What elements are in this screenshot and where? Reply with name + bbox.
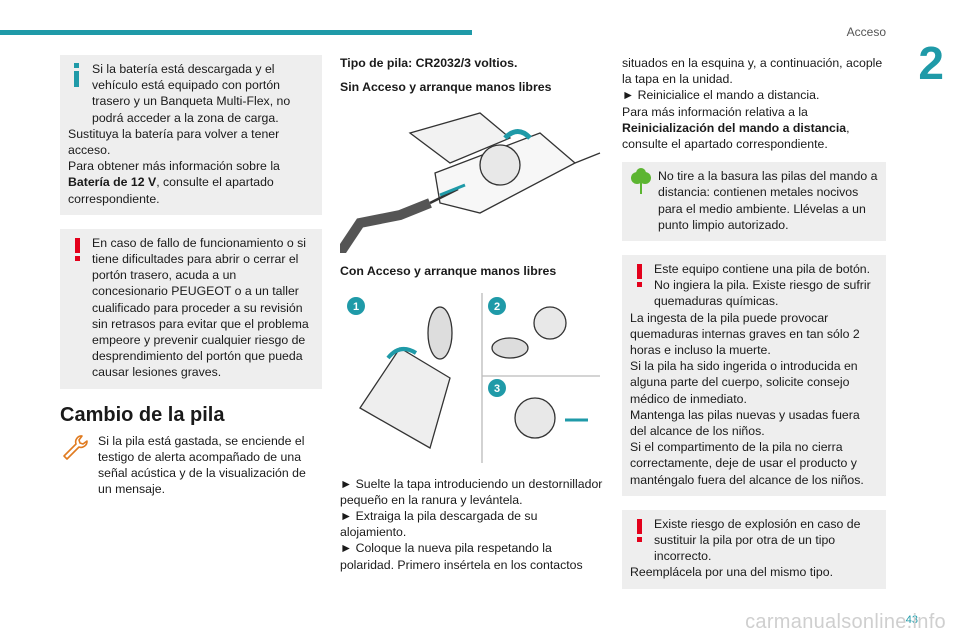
step-badge-3 xyxy=(488,378,506,397)
warning-icon xyxy=(630,516,648,544)
step-3-continued: situados en la esquina y, a continuación… xyxy=(622,56,883,87)
danger-text-3: Si la pila ha sido ingerida o introducid… xyxy=(630,359,858,406)
danger-text-5: Si el compartimento de la pila no cierra… xyxy=(630,440,864,487)
section-heading: Cambio de la pila xyxy=(60,403,225,426)
key-battery-illustration-1 xyxy=(335,103,602,257)
eco-leaf-icon xyxy=(630,168,652,196)
step-badge-1 xyxy=(347,296,365,315)
danger-text-2: La ingesta de la pila puede provocar que… xyxy=(630,310,860,358)
watermark-url: carmanualsonline.info xyxy=(745,611,946,633)
info-icon xyxy=(68,61,86,89)
subheading-without-keyless: Sin Acceso y arranque manos libres xyxy=(340,80,552,95)
warning-icon xyxy=(630,261,648,289)
danger-box: Este equipo contiene una pila de botón. … xyxy=(622,255,886,496)
step-2: ► Extraiga la pila descargada de su aloj… xyxy=(340,509,538,540)
column-2: Tipo de pila: CR2032/3 voltios. Sin Acce… xyxy=(335,55,604,573)
explosion-text-1: Existe riesgo de explosión en caso de su… xyxy=(654,516,861,564)
warning-box: En caso de fallo de funcionamiento o si … xyxy=(60,228,322,389)
info-text-3: Para obtener más información sobre la Ba… xyxy=(68,159,280,206)
page-number: 43 xyxy=(905,614,918,626)
info-box: Si la batería está descargada y el vehíc… xyxy=(60,55,322,215)
eco-text: No tire a la basura las pilas del mando … xyxy=(658,169,878,232)
subheading-with-keyless: Con Acceso y arranque manos libres xyxy=(340,264,557,279)
step-badge-3-label: 3 xyxy=(494,383,500,395)
step-badge-1-label: 1 xyxy=(353,301,359,313)
header-accent-bar xyxy=(0,30,472,35)
battery-type: Tipo de pila: CR2032/3 voltios. xyxy=(340,56,518,70)
column-1: Si la batería está descargada y el vehíc… xyxy=(60,55,322,497)
step-1: ► Suelte la tapa introduciendo un destor… xyxy=(340,476,603,507)
reference-text: Para más información relativa a la Reini… xyxy=(622,104,850,152)
warning-text: En caso de fallo de funcionamiento o si … xyxy=(92,235,309,380)
step-badge-2-label: 2 xyxy=(494,301,500,313)
explosion-text-2: Reemplácela por una del mismo tipo. xyxy=(630,565,834,580)
section-title: Acceso xyxy=(846,25,886,39)
info-text-1: Si la batería está descargada y el vehíc… xyxy=(92,62,291,125)
chapter-number: 2 xyxy=(918,37,944,89)
column-3: situados en la esquina y, a continuación… xyxy=(622,55,886,603)
key-battery-illustration-2: 1 2 3 xyxy=(340,288,602,468)
service-note: Si la pila está gastada, se enciende el … xyxy=(60,433,322,498)
info-text-2: Sustituya la batería para volver a tener… xyxy=(68,126,280,158)
step-4: ► Reinicialice el mando a distancia. xyxy=(622,88,820,103)
service-text: Si la pila está gastada, se enciende el … xyxy=(98,433,306,497)
danger-text-1: Este equipo contiene una pila de botón. … xyxy=(654,262,871,309)
eco-box: No tire a la basura las pilas del mando … xyxy=(622,162,886,242)
explosion-box: Existe riesgo de explosión en caso de su… xyxy=(622,509,886,589)
service-wrench-icon xyxy=(60,433,90,463)
step-3: ► Coloque la nueva pila respetando la po… xyxy=(340,541,583,572)
warning-icon xyxy=(68,235,86,263)
danger-text-4: Mantenga las pilas nuevas y usadas fuera… xyxy=(630,407,860,439)
step-badge-2 xyxy=(488,296,506,315)
